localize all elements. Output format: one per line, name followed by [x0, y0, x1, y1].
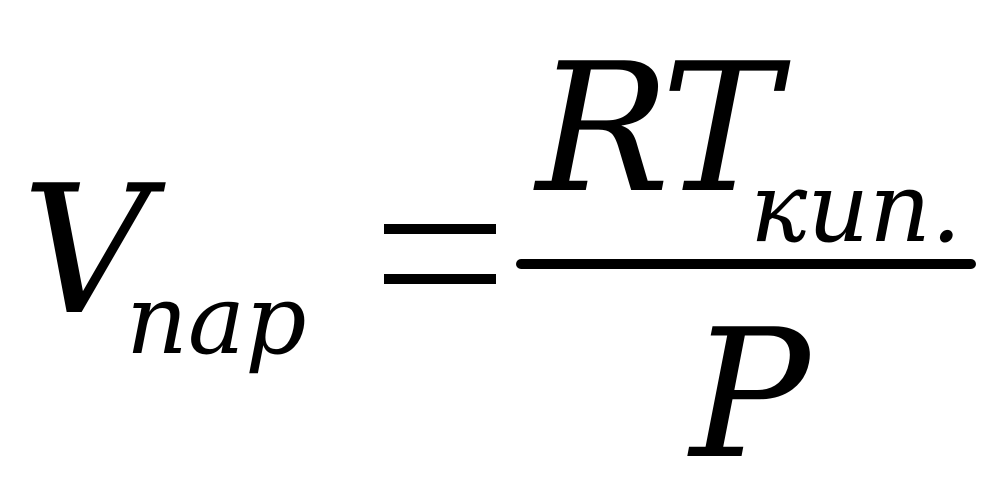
equals-top-bar	[384, 224, 496, 234]
numerator-subscript: кип.	[750, 152, 962, 264]
numerator-symbol: RT	[536, 25, 780, 232]
denominator-symbol: P	[690, 291, 810, 498]
vapor-volume-subscript: пар	[126, 264, 307, 376]
equals-bottom-bar	[384, 274, 496, 284]
vapor-volume-symbol: V	[22, 147, 151, 354]
equals-sign	[384, 224, 496, 288]
fraction-bar	[516, 259, 976, 269]
